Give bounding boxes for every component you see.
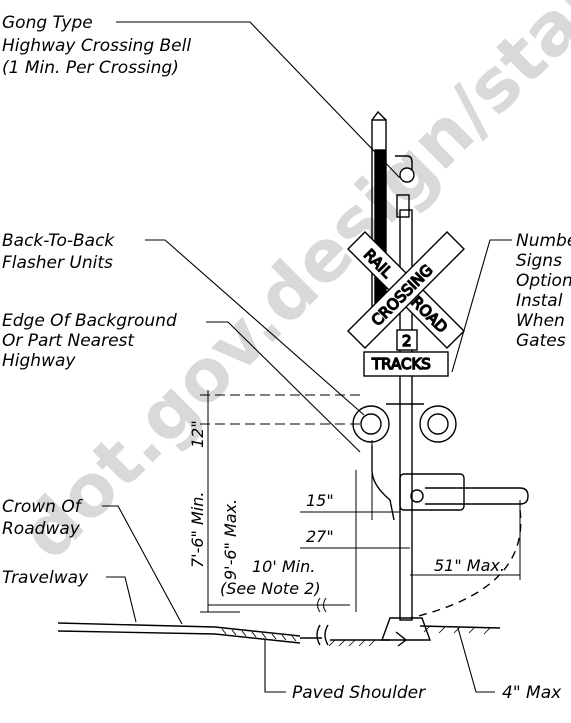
label-edge-3: Highway: [2, 351, 76, 371]
post-top: [371, 110, 387, 121]
label-flasher-2: Flasher Units: [2, 253, 113, 273]
dim-offset-note: (See Note 2): [220, 579, 321, 598]
dim-27-label: 27": [306, 527, 334, 546]
leader-crown: [102, 505, 183, 625]
dim-offset-break: [317, 597, 327, 613]
label-paved-shoulder: Paved Shoulder: [292, 683, 426, 703]
label-number-signs-6: Gates: [516, 331, 566, 351]
label-number-signs-1: Numbe: [516, 231, 571, 251]
foundation: [381, 617, 431, 641]
bell-gong: [399, 167, 415, 183]
leader-bell: [116, 21, 401, 179]
label-number-signs-2: Signs: [516, 251, 562, 271]
label-number-signs-5: When: [516, 311, 565, 331]
tracks-plate: [363, 351, 449, 377]
dim-offset-label: 10' Min.: [252, 557, 315, 576]
leader-flasher: [145, 239, 365, 416]
leader-travelway: [106, 576, 137, 623]
label-bell-3: (1 Min. Per Crossing): [2, 58, 179, 78]
mast-pole: [399, 209, 413, 621]
roadway: [57, 617, 501, 647]
dim-51-label: 51" Max.: [434, 556, 505, 575]
flasher-right: [419, 405, 457, 443]
gate-arm: [425, 487, 529, 505]
label-edge-1: Edge Of Background: [2, 311, 177, 331]
shoulder-hatch: [221, 628, 297, 642]
leader-paved-shoulder: [264, 640, 286, 693]
tracks-text: TRACKS: [371, 355, 431, 373]
callouts: Gong Type Highway Crossing Bell (1 Min. …: [2, 13, 571, 703]
track-count-plate: [396, 329, 418, 351]
gate-mechanism: [399, 473, 465, 511]
gate-counterweight-arm: [371, 445, 395, 521]
ground-break-left: [316, 624, 329, 646]
bell-arm: [395, 155, 413, 170]
paved-shoulder-bottom: [214, 633, 301, 644]
leader-clearance: [457, 627, 495, 693]
foundation-break: [395, 631, 408, 647]
label-crown-2: Roadway: [2, 519, 81, 539]
leaders: [102, 21, 512, 693]
dim-15-label: 15": [306, 491, 334, 510]
dim-12-label: 12": [188, 420, 207, 448]
watermark: dot.gov.design/standards: [4, 0, 571, 575]
label-number-signs-3: Option: [516, 271, 571, 291]
label-travelway: Travelway: [2, 568, 89, 588]
label-flasher-1: Back-To-Back: [2, 231, 115, 251]
dimension-labels: 12" 7'-6" Min. 9'-6" Max. 15" 27" 51" Ma…: [188, 420, 505, 598]
track-count: 2: [402, 332, 412, 350]
ground-hatch-right: [423, 625, 491, 635]
travelway-surface-top: [57, 622, 216, 628]
flasher-left-lens: [360, 413, 382, 435]
dim-height-label: 7'-6" Min.: [188, 492, 207, 568]
label-crown-1: Crown Of: [2, 497, 84, 517]
dim-height-max-label: 9'-6" Max.: [221, 499, 240, 580]
paved-shoulder-top: [214, 626, 301, 637]
travelway-surface-bottom: [57, 630, 216, 635]
label-bell-2: Highway Crossing Bell: [2, 36, 191, 56]
background-post-dark: [374, 149, 386, 321]
dimensions: [200, 390, 521, 613]
bell-housing: [396, 194, 410, 218]
crossbuck-blade-2: [347, 231, 465, 349]
leader-number-signs: [451, 239, 512, 373]
ground-hatch-left: [328, 639, 376, 647]
label-edge-2: Or Part Nearest: [2, 331, 135, 351]
gate-pivot: [410, 489, 424, 503]
label-bell-1: Gong Type: [2, 13, 93, 33]
label-number-signs-4: Instal: [516, 291, 563, 311]
label-clearance: 4" Max: [502, 683, 562, 703]
watermark-text: dot.gov.design/standards: [4, 0, 571, 575]
leader-edge: [206, 321, 361, 453]
flasher-right-lens: [427, 413, 449, 435]
